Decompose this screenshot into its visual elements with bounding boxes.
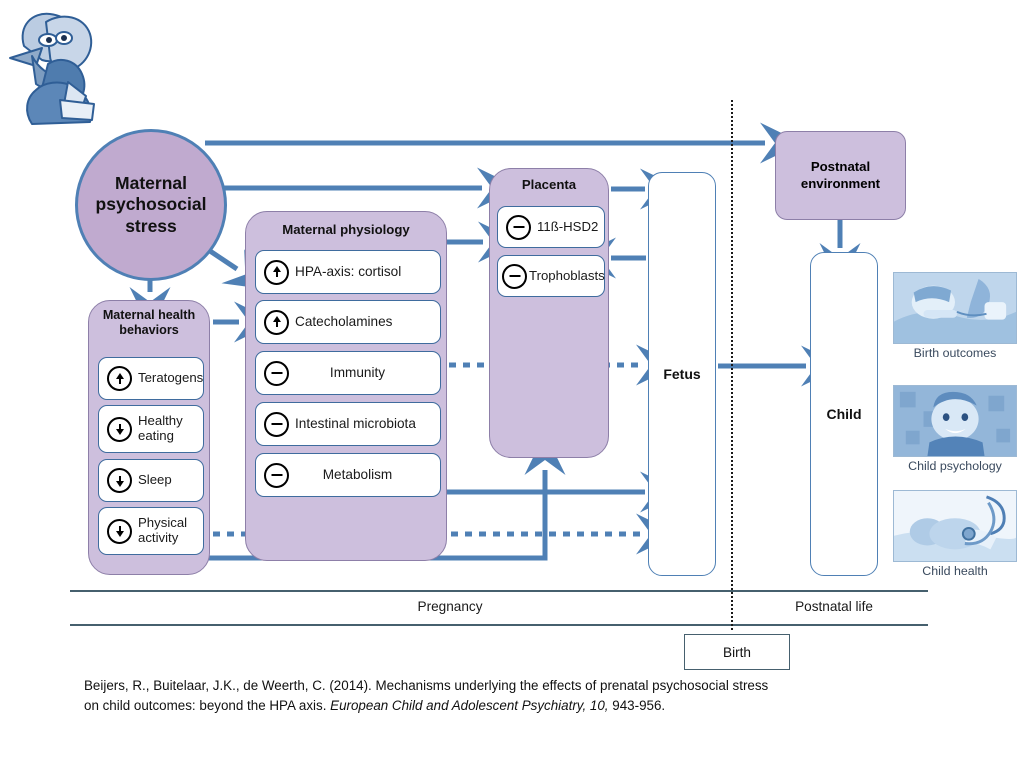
citation-line-1: Beijers, R., Buitelaar, J.K., de Weerth,… <box>84 678 769 693</box>
placenta-title: Placenta <box>521 177 577 192</box>
timeline-bottom-rule <box>70 624 928 626</box>
item-catecholamines[interactable]: Catecholamines <box>255 300 441 344</box>
outcome-caption: Child psychology <box>908 459 1002 473</box>
timeline-label-postnatal-life: Postnatal life <box>795 599 873 614</box>
item-label: Metabolism <box>322 467 393 483</box>
node-postnatal-environment[interactable]: Postnatal environment <box>775 131 906 220</box>
item-label: Immunity <box>329 365 386 381</box>
group-placenta[interactable]: Placenta 11ß-HSD2 Trophoblasts <box>489 168 609 458</box>
citation-line-2: on child outcomes: beyond the HPA axis. … <box>84 696 944 716</box>
maternal-health-behaviors-title: Maternal health behaviors <box>102 308 196 337</box>
up-arrow-icon <box>107 366 132 391</box>
birth-label: Birth <box>723 644 751 660</box>
item-label: Intestinal microbiota <box>295 416 416 432</box>
child-psychology-image <box>893 385 1017 457</box>
child-health-image <box>893 490 1017 562</box>
citation-line-2-suffix: 943-956. <box>608 698 666 714</box>
item-intestinal-microbiota[interactable]: Intestinal microbiota <box>255 402 441 446</box>
outcome-caption: Child health <box>922 564 988 578</box>
item-label: 11ß-HSD2 <box>537 218 599 234</box>
item-teratogens[interactable]: Teratogens <box>98 357 204 400</box>
minus-circle-icon <box>264 360 289 386</box>
item-11b-hsd2[interactable]: 11ß-HSD2 <box>497 206 605 248</box>
down-arrow-icon <box>107 468 132 493</box>
item-label: Sleep <box>138 472 172 488</box>
minus-circle-icon <box>264 411 289 437</box>
item-physical-activity[interactable]: Physical activity <box>98 507 204 555</box>
item-label: Teratogens <box>138 370 204 386</box>
item-label: Catecholamines <box>295 314 393 330</box>
item-label: Physical activity <box>138 515 188 545</box>
item-sleep[interactable]: Sleep <box>98 459 204 502</box>
outcome-caption: Birth outcomes <box>913 346 997 360</box>
postnatal-environment-label: Postnatal environment <box>800 159 881 191</box>
item-label: Trophoblasts <box>529 267 605 283</box>
group-maternal-physiology[interactable]: Maternal physiology HPA-axis: cortisol C… <box>245 211 447 561</box>
item-healthy-eating[interactable]: Healthy eating <box>98 405 204 453</box>
up-arrow-icon <box>264 309 289 335</box>
item-immunity[interactable]: Immunity <box>255 351 441 395</box>
item-trophoblasts[interactable]: Trophoblasts <box>497 255 605 297</box>
minus-circle-icon <box>264 462 289 488</box>
citation-block: Beijers, R., Buitelaar, J.K., de Weerth,… <box>84 676 944 716</box>
node-child[interactable]: Child <box>810 252 878 576</box>
citation-journal: European Child and Adolescent Psychiatry… <box>330 698 609 714</box>
child-label: Child <box>826 406 862 422</box>
maternal-physiology-title: Maternal physiology <box>282 222 410 237</box>
item-hpa-axis-cortisol[interactable]: HPA-axis: cortisol <box>255 250 441 294</box>
birth-divider-line <box>731 100 733 630</box>
item-label: Healthy eating <box>138 413 183 443</box>
stork-mascot-icon <box>2 4 106 128</box>
node-fetus[interactable]: Fetus <box>648 172 716 576</box>
item-metabolism[interactable]: Metabolism <box>255 453 441 497</box>
outcome-child-health[interactable]: Child health <box>893 490 1017 578</box>
timeline-top-rule <box>70 590 928 592</box>
minus-circle-icon <box>506 214 531 240</box>
minus-circle-icon <box>502 263 527 289</box>
outcome-birth-outcomes[interactable]: Birth outcomes <box>893 272 1017 360</box>
fetus-label: Fetus <box>663 366 701 382</box>
birth-outcomes-image <box>893 272 1017 344</box>
group-maternal-health-behaviors[interactable]: Maternal health behaviors Teratogens Hea… <box>88 300 210 575</box>
down-arrow-icon <box>107 518 132 544</box>
item-label: HPA-axis: cortisol <box>295 264 402 280</box>
maternal-stress-label: Maternal psychosocial stress <box>95 172 207 236</box>
down-arrow-icon <box>107 416 132 442</box>
birth-marker-box[interactable]: Birth <box>684 634 790 670</box>
outcome-child-psychology[interactable]: Child psychology <box>893 385 1017 473</box>
up-arrow-icon <box>264 259 289 285</box>
node-maternal-psychosocial-stress[interactable]: Maternal psychosocial stress <box>75 129 227 281</box>
timeline-label-pregnancy: Pregnancy <box>417 599 483 614</box>
citation-line-2-prefix: on child outcomes: beyond the HPA axis. <box>84 698 331 714</box>
